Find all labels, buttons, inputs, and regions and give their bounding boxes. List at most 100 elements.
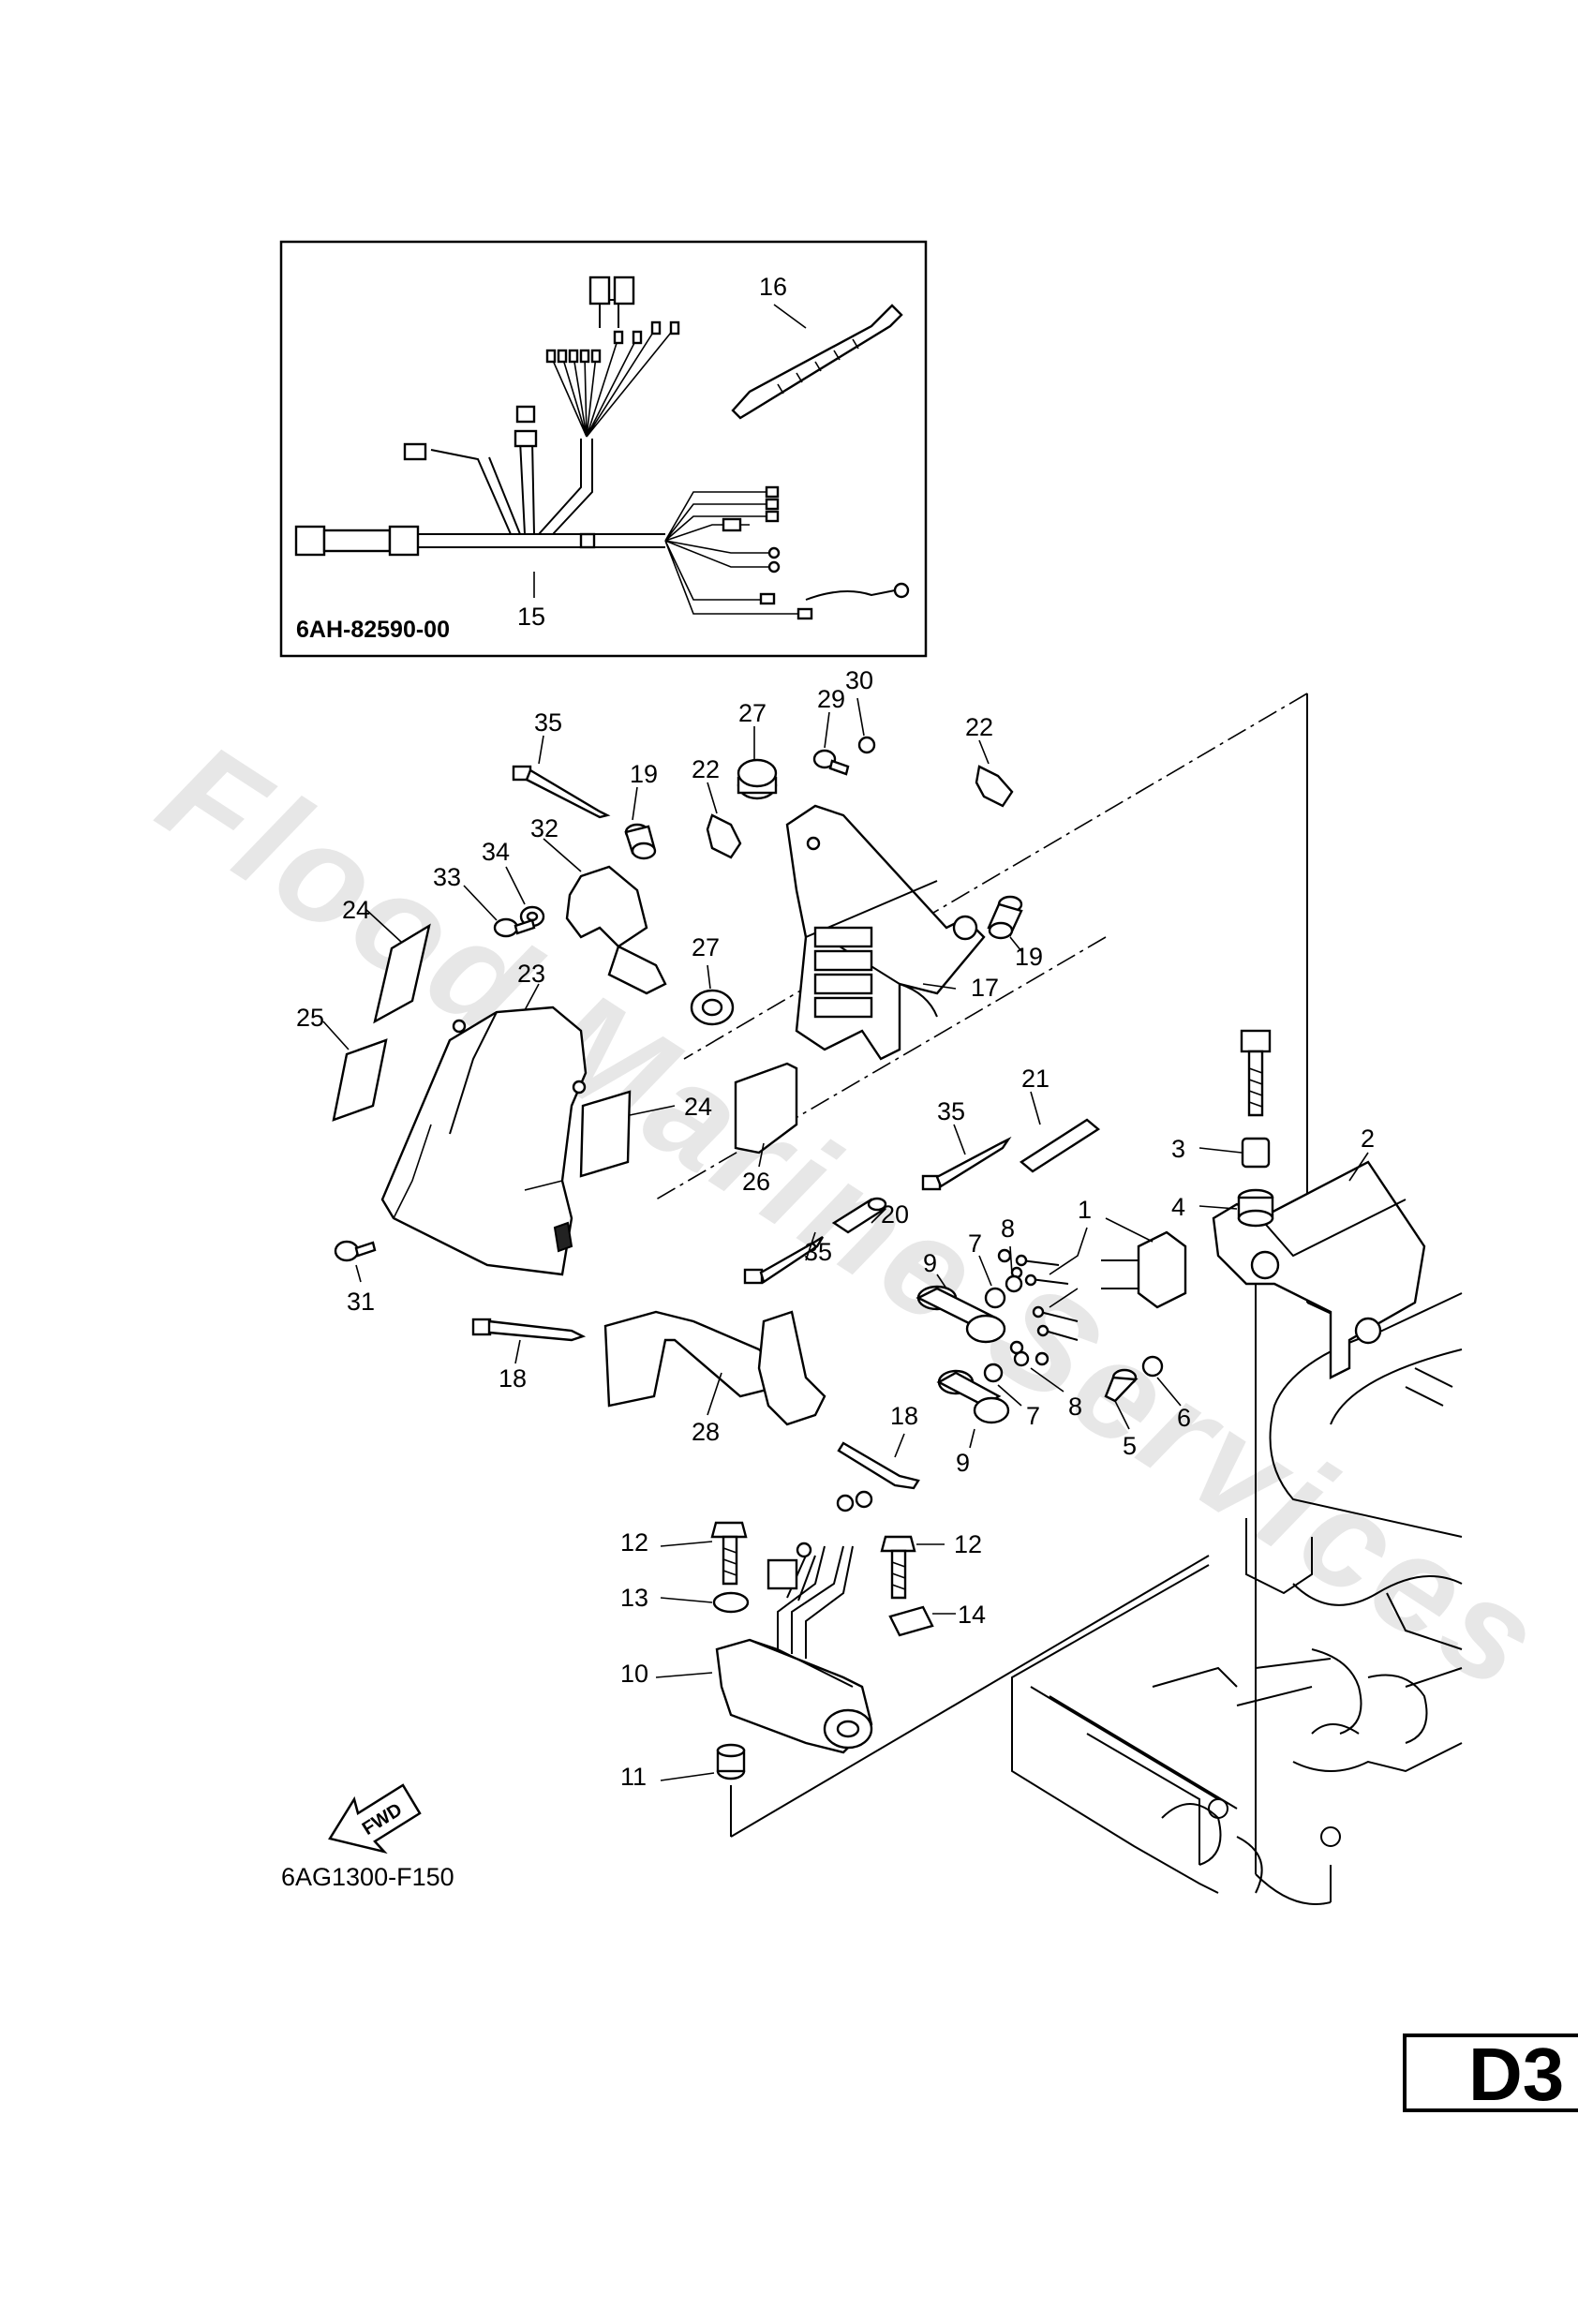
cable-tie-35-low: 35 — [743, 1231, 832, 1285]
rectifier-10: 10 — [620, 1490, 873, 1754]
washer-13: 13 — [620, 1584, 750, 1614]
callout-6: 6 — [1177, 1404, 1191, 1432]
inset-part-code: 6AH-82590-00 — [296, 617, 450, 643]
bolt-3 — [1240, 1029, 1272, 1117]
callout-26: 26 — [742, 1168, 770, 1196]
callout-27a: 27 — [738, 699, 767, 727]
washer-8-upper — [1005, 1274, 1023, 1293]
callout-32: 32 — [530, 814, 558, 842]
diagram-code: 6AG1300-F150 — [281, 1863, 454, 1891]
callout-5: 5 — [1123, 1432, 1137, 1460]
grommet-27-upper: 27 — [737, 699, 778, 800]
bolt-12-right: 12 — [880, 1530, 982, 1600]
callout-18a: 18 — [499, 1364, 527, 1393]
callout-2: 2 — [1361, 1125, 1375, 1153]
callout-21: 21 — [1021, 1065, 1050, 1093]
callout-31: 31 — [347, 1288, 375, 1316]
terminals — [997, 1248, 1079, 1366]
cable-tie-16 — [731, 304, 903, 420]
callout-18b: 18 — [890, 1402, 918, 1430]
callout-12b: 12 — [954, 1530, 982, 1558]
collar-3: 3 — [1171, 1135, 1271, 1169]
callout-12a: 12 — [620, 1528, 648, 1557]
callout-35c: 35 — [804, 1238, 832, 1266]
callout-9b: 9 — [956, 1449, 970, 1477]
callout-22b: 22 — [965, 713, 993, 741]
cover-26: 26 — [734, 1062, 798, 1196]
callout-34: 34 — [482, 838, 510, 866]
callout-27b: 27 — [692, 933, 720, 961]
harness-inset: 16 15 6AH-82590-00 — [279, 240, 928, 658]
callout-7b: 7 — [1026, 1402, 1040, 1430]
callout-16: 16 — [759, 273, 787, 301]
grommet-27-lower: 27 — [690, 933, 735, 1026]
cable-tie-35-mid: 35 — [921, 1097, 1012, 1191]
callout-17: 17 — [971, 974, 999, 1002]
clip-22-left: 22 — [692, 755, 742, 859]
callout-35b: 35 — [937, 1097, 965, 1125]
holder-32: 32 — [530, 814, 667, 995]
wire-harness — [294, 276, 910, 620]
callout-9a: 9 — [923, 1249, 937, 1277]
callout-19a: 19 — [630, 760, 658, 788]
plate-14: 14 — [888, 1601, 986, 1637]
grommet-4: 4 — [1171, 1188, 1274, 1228]
bracket-17: 17 — [785, 804, 999, 1061]
callout-30: 30 — [845, 666, 873, 694]
callout-14: 14 — [958, 1601, 986, 1629]
callout-24b: 24 — [684, 1093, 712, 1121]
page-id-badge: D3 — [1403, 2034, 1578, 2112]
callout-28: 28 — [692, 1418, 720, 1446]
callout-33: 33 — [433, 863, 461, 891]
label-24-upper: 24 — [342, 896, 431, 1024]
grommet-11: 11 — [620, 1743, 746, 1791]
callout-22a: 22 — [692, 755, 720, 783]
cover-23: 23 — [380, 960, 588, 1276]
callout-23: 23 — [517, 960, 545, 988]
callout-20: 20 — [881, 1200, 909, 1229]
callout-10: 10 — [620, 1660, 648, 1688]
fwd-arrow: FWD — [328, 1783, 422, 1855]
clip-22-right: 22 — [965, 713, 1014, 808]
callout-35a: 35 — [534, 708, 562, 737]
callout-8b: 8 — [1068, 1393, 1082, 1421]
bolt-12-left: 12 — [620, 1521, 748, 1586]
washer-7-lower — [983, 1363, 1004, 1383]
collar-9-lower: 9 — [936, 1369, 1010, 1477]
terminal-block-1: 1 — [1049, 1196, 1187, 1309]
engine-block-outline — [1011, 1292, 1463, 1905]
callout-7a: 7 — [968, 1229, 982, 1258]
callout-13: 13 — [620, 1584, 648, 1612]
sleeve-21: 21 — [1019, 1065, 1101, 1173]
callout-4: 4 — [1171, 1193, 1185, 1221]
callout-3: 3 — [1171, 1135, 1185, 1163]
washer-30: 30 — [845, 666, 876, 754]
washer-7-upper — [984, 1287, 1006, 1309]
screw-31: 31 — [334, 1240, 377, 1316]
collar-34: 34 — [482, 838, 545, 928]
callout-24a: 24 — [342, 896, 370, 924]
screw-33: 33 — [433, 863, 536, 938]
callout-29: 29 — [817, 685, 845, 713]
callout-11: 11 — [620, 1763, 647, 1791]
callout-15: 15 — [517, 603, 545, 631]
callout-25: 25 — [296, 1004, 324, 1032]
bolt-29: 29 — [812, 685, 850, 776]
label-25: 25 — [296, 1004, 388, 1122]
washer-6: 6 — [1141, 1355, 1191, 1432]
cable-tie-18-left: 18 — [471, 1318, 587, 1393]
callout-8a: 8 — [1001, 1214, 1015, 1243]
bracket-28: 28 — [603, 1310, 826, 1446]
cable-tie-35-top: 35 — [512, 708, 611, 819]
bushing-20: 20 — [831, 1197, 909, 1234]
collar-9-upper: 9 — [916, 1249, 1006, 1344]
callout-19b: 19 — [1015, 943, 1043, 971]
inset-frame — [279, 240, 928, 658]
cable-tie-18-right: 18 — [837, 1402, 920, 1490]
reference-lines — [655, 693, 1369, 1902]
bushing-19-right: 19 — [987, 895, 1043, 971]
washer-8-lower — [1013, 1350, 1030, 1367]
label-24-lower: 24 — [579, 1090, 712, 1178]
screw-5: 5 — [1104, 1368, 1139, 1460]
